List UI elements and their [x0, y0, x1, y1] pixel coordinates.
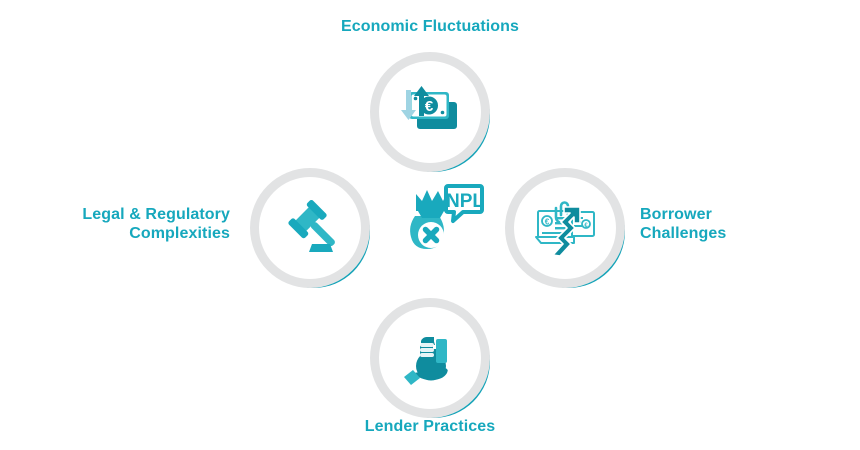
label-lender-practices: Lender Practices — [364, 418, 496, 435]
node-lender-practices[interactable] — [370, 298, 490, 418]
npl-badge-text: NPL — [446, 191, 484, 212]
svg-text:€: € — [545, 218, 550, 227]
svg-text:€: € — [584, 223, 588, 229]
node-borrower-challenges[interactable]: € € — [505, 168, 625, 288]
icon-disc — [259, 177, 361, 279]
icon-disc — [379, 307, 481, 409]
svg-text:€: € — [425, 98, 434, 115]
label-economic-fluctuations: Economic Fluctuations — [340, 18, 520, 35]
documents-rising-arrow-icon: € € — [533, 199, 597, 257]
center-npl-emblem: NPL — [398, 182, 484, 260]
banknotes-euro-arrows-icon: € — [397, 82, 463, 142]
icon-disc: € — [379, 61, 481, 163]
hand-giving-money-bag-icon — [398, 327, 462, 389]
gavel-icon — [279, 197, 341, 259]
node-economic-fluctuations[interactable]: € — [370, 52, 490, 172]
label-legal-regulatory-complexities: Legal & Regulatory Complexities — [82, 206, 230, 242]
label-borrower-challenges: Borrower Challenges — [640, 206, 727, 242]
icon-disc: € € — [514, 177, 616, 279]
node-legal-regulatory-complexities[interactable] — [250, 168, 370, 288]
